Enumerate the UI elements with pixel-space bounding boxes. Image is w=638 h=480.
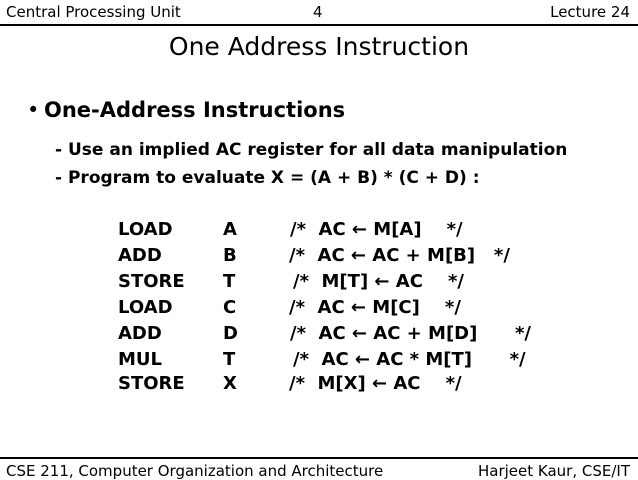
program-line: LOAD A /* AC ← M[A] */: [0, 217, 638, 243]
opcode: MUL: [118, 349, 162, 370]
program-line: ADD B /* AC ← AC + M[B] */: [0, 243, 638, 269]
comment: /* AC ← AC + M[D] */: [290, 323, 531, 344]
comment: /* AC ← AC + M[B] */: [289, 245, 510, 266]
header-slide-number: 4: [313, 3, 323, 21]
program-line: LOAD C /* AC ← M[C] */: [0, 295, 638, 321]
header-lecture-label: Lecture 24: [550, 3, 630, 21]
comment: /* AC ← M[C] */: [289, 297, 461, 318]
sub-line-1: - Use an implied AC register for all dat…: [55, 140, 568, 160]
bullet-heading-text: One-Address Instructions: [44, 98, 346, 122]
bullet-heading: •One-Address Instructions: [27, 97, 345, 123]
operand: B: [223, 245, 237, 266]
opcode: LOAD: [118, 297, 173, 318]
opcode: LOAD: [118, 219, 173, 240]
comment: /* M[T] ← AC */: [293, 271, 464, 292]
footer-author: Harjeet Kaur, CSE/IT: [478, 462, 630, 480]
operand: X: [223, 373, 237, 394]
sub-line-2: - Program to evaluate X = (A + B) * (C +…: [55, 168, 480, 188]
footer-divider: [0, 457, 638, 459]
bullet-glyph: •: [27, 98, 40, 122]
operand: A: [223, 219, 237, 240]
opcode: ADD: [118, 245, 162, 266]
comment: /* M[X] ← AC */: [289, 373, 462, 394]
program-line: ADD D /* AC ← AC + M[D] */: [0, 321, 638, 347]
footer-course-name: CSE 211, Computer Organization and Archi…: [6, 462, 384, 480]
operand: C: [223, 297, 237, 318]
opcode: ADD: [118, 323, 162, 344]
comment: /* AC ← AC * M[T] */: [293, 349, 526, 370]
header-course-title: Central Processing Unit: [6, 3, 181, 21]
opcode: STORE: [118, 373, 185, 394]
operand: T: [223, 271, 236, 292]
operand: T: [223, 349, 236, 370]
comment: /* AC ← M[A] */: [290, 219, 463, 240]
program-line: STORE X /* M[X] ← AC */: [0, 371, 638, 397]
slide-title: One Address Instruction: [168, 32, 470, 61]
header-divider: [0, 24, 638, 26]
operand: D: [223, 323, 238, 344]
program-line: MUL T /* AC ← AC * M[T] */: [0, 347, 638, 373]
opcode: STORE: [118, 271, 185, 292]
program-line: STORE T /* M[T] ← AC */: [0, 269, 638, 295]
